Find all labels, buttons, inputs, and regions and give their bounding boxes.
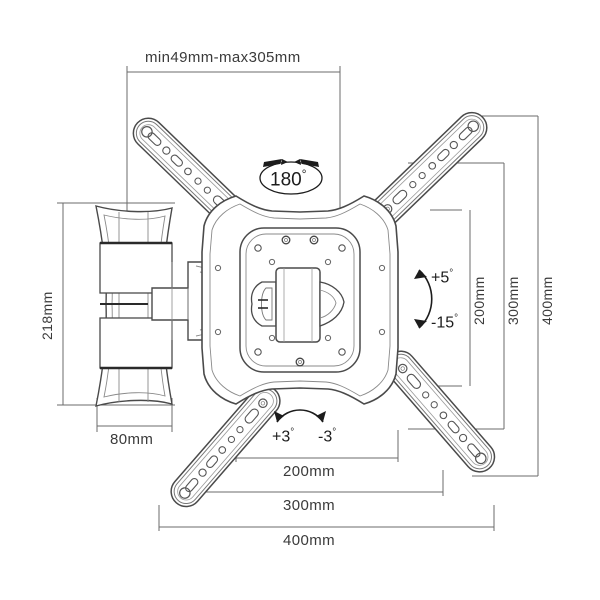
dimension-extension [126,66,341,225]
label-level-right: -3° [318,428,336,445]
swivel-label-ellipse [259,161,323,195]
label-vertical-200mm: 200mm [471,276,487,325]
degree-symbol-level-left: ° [290,427,295,438]
label-tilt-up: +5° [431,269,453,286]
degree-symbol-swivel: ° [301,168,307,181]
label-vertical-300mm: 300mm [505,276,521,325]
label-horizontal-200mm: 200mm [283,463,336,480]
degree-symbol-tilt-down: ° [454,313,459,324]
dimension-vertical-400mm [472,115,539,477]
label-level-left: +3° [272,428,294,445]
tilt-arc-indicator [414,269,433,329]
level-arc-indicator [274,409,326,423]
tilt-down-value: -15 [431,314,455,332]
dimension-218mm [57,202,175,406]
level-left-value: +3 [272,428,291,446]
label-vertical-400mm: 400mm [539,276,555,325]
dimension-horizontal-400mm [158,505,495,531]
label-extension-range: min49mm-max305mm [145,49,301,66]
label-218mm: 218mm [39,291,55,340]
swivel-value: 180 [270,169,302,191]
dimension-horizontal-200mm [235,430,399,462]
label-80mm: 80mm [110,431,154,448]
degree-symbol-level-right: ° [332,427,337,438]
label-swivel-angle: 180° [270,168,307,191]
level-right-value: -3 [318,428,333,446]
dimension-vertical-200mm [430,209,471,387]
degree-symbol-tilt-up: ° [449,268,454,279]
tilt-up-value: +5 [431,269,450,287]
label-horizontal-400mm: 400mm [283,532,336,549]
label-tilt-down: -15° [431,314,458,331]
center-bracket-body [201,195,399,405]
label-horizontal-300mm: 300mm [283,497,336,514]
